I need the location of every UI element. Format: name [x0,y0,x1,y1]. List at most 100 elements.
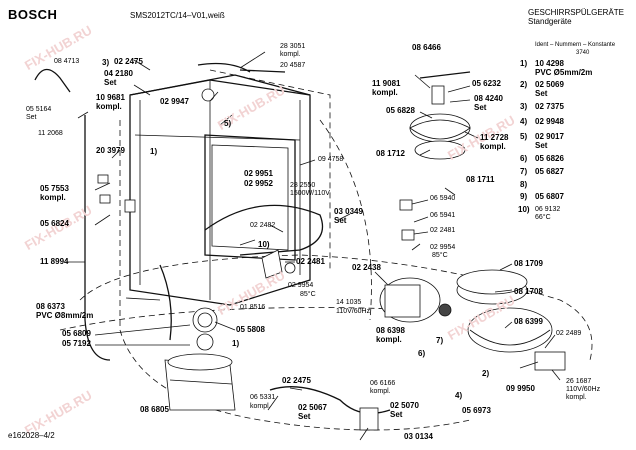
upper-spray-arm [419,71,471,79]
part-label: 85°C [300,291,316,298]
sensor-part [399,199,413,211]
part-label: 05 5808 [236,325,265,334]
part-label: 02 9954 [288,282,314,289]
heater-element [204,204,324,256]
part-label: 05 7553 [40,184,69,193]
part-label: Set [26,114,37,121]
part-label: 26 1687 [566,378,592,385]
part-ref: 10) [258,240,270,249]
part-label: 08 6373 [36,302,65,311]
part-label: 06 5941 [430,212,456,219]
part-label: 01 8516 [240,304,266,311]
part-label: 02 2481 [296,257,325,266]
part-label: 05 5164 [26,106,52,113]
part-label: 05 6232 [472,79,501,88]
part-label: 05 6824 [40,219,69,228]
sensor-part [401,229,415,241]
ident-note: Set [535,89,548,98]
part-label: 05 6809 [62,329,91,338]
part-label: 110V/60Hz [566,386,601,393]
part-label: 08 4713 [54,58,80,65]
clamp-part [97,174,109,184]
part-label: 03 0349 [334,207,363,216]
ident-title: Ident – Nummern – Konstante [535,42,616,48]
thermostat-knob [284,262,296,274]
ident-note: PVC Ø5mm/2m [535,68,593,77]
nozzle-part [431,85,445,105]
part-ref: 5) [224,119,232,128]
part-label: 85°C [432,252,448,259]
part-label: 02 9954 [430,244,456,251]
ident-num: 3) [520,102,528,111]
part-label: Set [390,410,403,419]
spray-nozzle [201,88,215,102]
part-label: 08 6466 [412,43,441,52]
part-label: kompl. [250,403,271,410]
part-label: 10 9681 [96,93,125,102]
ident-num: 8) [520,180,528,189]
part-label: kompl. [480,142,506,151]
model-number: SMS2012TC/14–V01,weiß [130,11,225,20]
part-label: 09 4758 [318,156,344,163]
part-label: kompl. [280,51,301,58]
clamp-part [99,194,111,204]
drain-pump [534,351,566,371]
part-label: 02 9952 [244,179,273,188]
part-label: 08 1712 [376,149,405,158]
part-label: 08 1711 [466,175,495,184]
seal-ring-inner [197,312,213,328]
part-label: 11 8994 [40,257,69,266]
part-label: 02 2481 [430,227,456,234]
part-label: 05 6828 [386,106,415,115]
tub-frame [129,74,311,306]
circulation-pump [379,277,452,323]
part-label: Set [298,412,311,421]
ident-part: 05 6826 [535,154,564,163]
part-label: 110V/60Hz [336,308,371,315]
part-label: 08 6805 [140,405,169,414]
sump-ring-top [456,269,528,295]
part-label: 06 5331 [250,394,276,401]
cabinet-outline-dashed [119,120,471,431]
seal-ring [196,333,214,351]
ident-num: 9) [520,192,528,201]
ident-num: 1) [520,59,528,68]
part-label: 02 9951 [244,169,273,178]
part-ref: 7) [436,336,444,345]
part-label: Set [104,78,117,87]
part-ref: 1) [150,147,158,156]
part-label: 08 6399 [514,317,543,326]
part-ref: 6) [418,349,426,358]
part-label: 02 5070 [390,401,419,410]
thermostat [261,249,283,279]
part-label: 02 2438 [352,263,381,272]
ident-part: 05 6827 [535,167,564,176]
part-label: 11 9081 [372,79,401,88]
ident-note: 66°C [535,214,551,221]
hose-bend [34,68,71,93]
part-label: 08 6398 [376,326,405,335]
base-outline-dashed [79,254,593,361]
water-softener [164,353,236,411]
water-pipe [159,264,172,341]
filter-disc [414,140,466,160]
sump-detail [469,329,551,346]
part-label: 02 9947 [160,97,189,106]
ident-num: 5) [520,132,528,141]
part-label: kompl. [370,388,391,395]
document-id: e162028–4/2 [8,431,55,440]
part-label: 05 6973 [462,406,491,415]
part-label: 14 1035 [336,299,362,306]
category-subtitle: Standgeräte [528,17,572,26]
part-label: 08 4240 [474,94,503,103]
part-label: Set [474,103,487,112]
part-label: 02 2482 [250,222,276,229]
side-hose [84,115,111,361]
part-label: kompl. [376,335,402,344]
top-hose [197,62,286,73]
part-label: 20 4587 [280,62,306,69]
brand-logo: BOSCH [8,7,58,22]
ident-note: Set [535,141,548,150]
